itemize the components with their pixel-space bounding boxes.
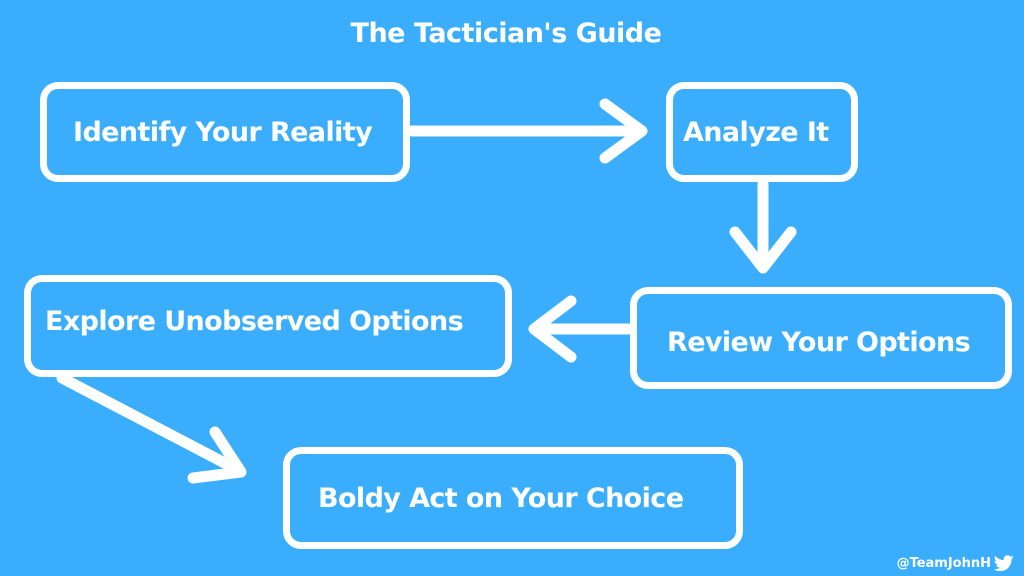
arrow-analyze-to-review [729, 178, 797, 274]
step-label: Review Your Options [667, 326, 971, 358]
step-identify-your-reality: Identify Your Reality [40, 82, 410, 182]
diagram-title: The Tactician's Guide [350, 18, 662, 49]
step-analyze-it: Analyze It [666, 82, 858, 182]
twitter-bird-icon [994, 555, 1014, 572]
step-explore-unobserved-options: Explore Unobserved Options [24, 275, 512, 377]
step-review-your-options: Review Your Options [630, 287, 1012, 389]
handle-text: @TeamJohnH [896, 556, 991, 571]
arrow-explore-to-act [56, 372, 247, 484]
step-boldly-act-on-your-choice: Boldy Act on Your Choice [283, 447, 743, 549]
step-label: Boldy Act on Your Choice [318, 482, 684, 514]
step-label: Identify Your Reality [73, 116, 373, 148]
step-label: Analyze It [683, 116, 829, 148]
arrow-identify-to-analyze [406, 98, 648, 164]
step-label: Explore Unobserved Options [45, 305, 464, 337]
arrow-review-to-explore [528, 295, 634, 363]
twitter-handle[interactable]: @TeamJohnH [897, 555, 1014, 572]
